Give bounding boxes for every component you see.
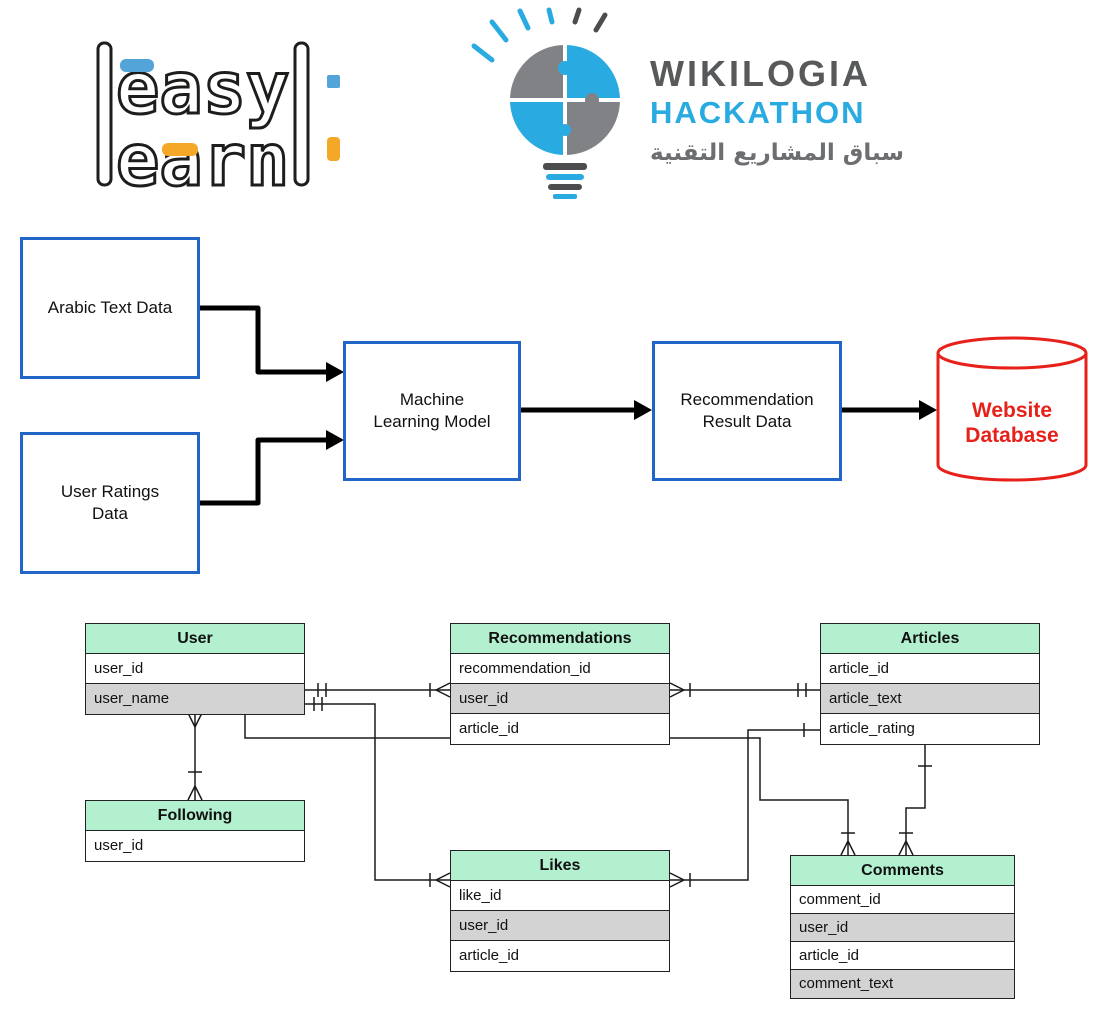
erd-field-articles-article_id: article_id bbox=[821, 654, 1039, 684]
arrow-ratings-to-ml bbox=[200, 437, 328, 506]
erd-field-user-user_name: user_name bbox=[86, 684, 304, 714]
flow-box-machine-learning-model: Machine Learning Model bbox=[343, 341, 521, 481]
erd-field-comments-user_id: user_id bbox=[791, 914, 1014, 942]
erd-field-following-user_id: user_id bbox=[86, 831, 304, 861]
erd-table-following-title: Following bbox=[86, 801, 304, 831]
easylearn-orange-accent bbox=[162, 143, 198, 156]
erd-field-recommendations-user_id: user_id bbox=[451, 684, 669, 714]
rel-user-likes bbox=[305, 703, 450, 881]
flow-arrowheads bbox=[326, 362, 937, 450]
erd-field-recommendations-article_id: article_id bbox=[451, 714, 669, 744]
bulb-base-icon bbox=[543, 163, 587, 199]
erd-field-comments-comment_id: comment_id bbox=[791, 886, 1014, 914]
flow-box-label: Arabic Text Data bbox=[47, 297, 173, 317]
erd-table-user: User user_id user_name bbox=[85, 623, 305, 715]
arrow-arabic-to-ml bbox=[200, 305, 328, 375]
easylearn-blue-accent bbox=[120, 59, 154, 72]
easylearn-word-bottom: earn bbox=[116, 118, 289, 202]
wikilogia-logo: WIKILOGIA HACKATHON سباق المشاريع التقني… bbox=[471, 7, 904, 199]
erd-field-comments-article_id: article_id bbox=[791, 942, 1014, 970]
db-cylinder-body-icon bbox=[936, 353, 1088, 482]
rel-user-comments bbox=[244, 713, 849, 855]
erd-relationship-lines bbox=[187, 682, 932, 888]
flow-box-label: Learning Model bbox=[373, 412, 491, 431]
erd-table-recommendations-title: Recommendations bbox=[451, 624, 669, 654]
easylearn-logo: easy earn bbox=[96, 41, 340, 204]
flow-box-label: Machine bbox=[399, 389, 465, 409]
flow-box-recommendation-result-data: Recommendation Result Data bbox=[652, 341, 842, 481]
easylearn-colon-top bbox=[327, 75, 340, 88]
erd-field-comments-comment_text: comment_text bbox=[791, 970, 1014, 998]
puzzle-bulb-icon bbox=[505, 40, 625, 160]
flow-arrows bbox=[200, 305, 920, 506]
db-label-line2: Database bbox=[965, 424, 1058, 447]
flow-box-user-ratings-data: User Ratings Data bbox=[20, 432, 200, 574]
erd-table-likes-title: Likes bbox=[451, 851, 669, 881]
db-cylinder-top-icon bbox=[936, 336, 1088, 370]
erd-field-articles-article_text: article_text bbox=[821, 684, 1039, 714]
flow-box-label: User Ratings bbox=[60, 481, 160, 501]
rel-likes-articles bbox=[670, 729, 820, 881]
erd-field-user-user_id: user_id bbox=[86, 654, 304, 684]
easylearn-left-bar bbox=[96, 41, 113, 187]
flow-box-label: Recommendation bbox=[680, 389, 814, 409]
erd-field-likes-user_id: user_id bbox=[451, 911, 669, 941]
wikilogia-title: WIKILOGIA bbox=[650, 53, 871, 94]
erd-field-likes-like_id: like_id bbox=[451, 881, 669, 911]
erd-table-articles: Articles article_id article_text article… bbox=[820, 623, 1040, 745]
wikilogia-subtitle: HACKATHON bbox=[650, 95, 865, 130]
easylearn-right-bar bbox=[293, 41, 310, 187]
easylearn-colon-bottom bbox=[327, 137, 340, 161]
erd-table-user-title: User bbox=[86, 624, 304, 654]
erd-table-following: Following user_id bbox=[85, 800, 305, 862]
wikilogia-arabic-tagline: سباق المشاريع التقنية bbox=[650, 140, 904, 166]
erd-table-comments: Comments comment_id user_id article_id c… bbox=[790, 855, 1015, 999]
erd-field-recommendations-recommendation_id: recommendation_id bbox=[451, 654, 669, 684]
erd-table-comments-title: Comments bbox=[791, 856, 1014, 886]
flow-box-label: Data bbox=[92, 504, 128, 523]
flow-box-arabic-text-data: Arabic Text Data bbox=[20, 237, 200, 379]
db-label-line1: Website bbox=[972, 399, 1052, 422]
erd-field-likes-article_id: article_id bbox=[451, 941, 669, 971]
flow-box-label: Result Data bbox=[702, 412, 792, 431]
website-database-cylinder: Website Database bbox=[936, 336, 1088, 482]
rel-articles-comments bbox=[905, 743, 926, 855]
bulb-rays-icon bbox=[471, 7, 608, 63]
erd-table-likes: Likes like_id user_id article_id bbox=[450, 850, 670, 972]
erd-table-articles-title: Articles bbox=[821, 624, 1039, 654]
erd-field-articles-article_rating: article_rating bbox=[821, 714, 1039, 744]
erd-table-recommendations: Recommendations recommendation_id user_i… bbox=[450, 623, 670, 745]
